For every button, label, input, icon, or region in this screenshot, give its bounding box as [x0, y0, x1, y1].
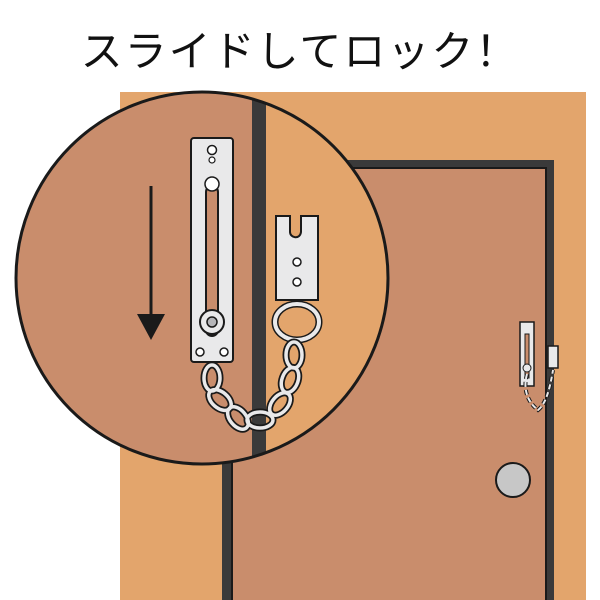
- slide-track: [190, 137, 234, 363]
- down-arrow-icon: [137, 186, 165, 340]
- door-chain-lock-icon: [519, 321, 559, 413]
- page-title: スライドしてロック！: [80, 27, 520, 76]
- door-knob-icon: [495, 462, 531, 498]
- chain: [200, 338, 306, 433]
